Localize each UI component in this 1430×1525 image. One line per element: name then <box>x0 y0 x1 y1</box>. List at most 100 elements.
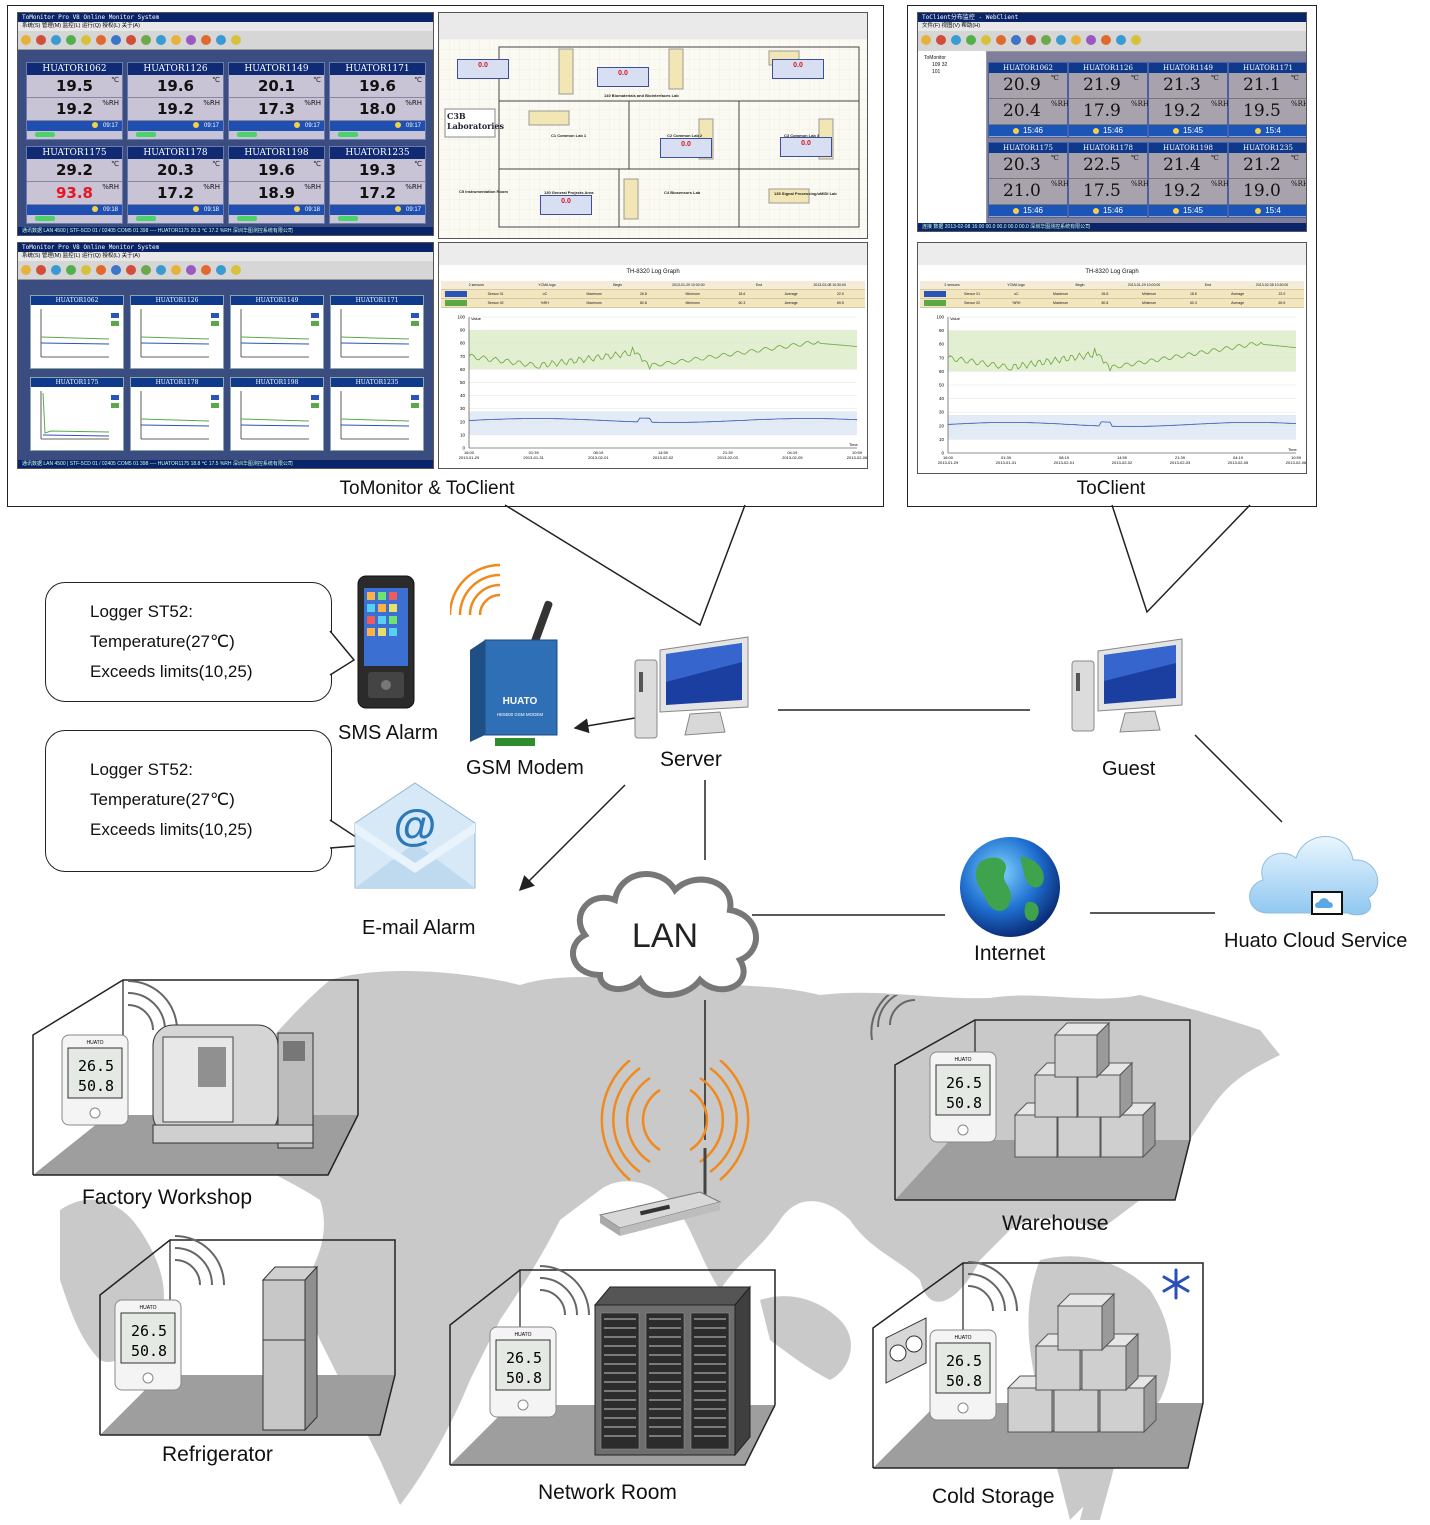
sensor-readout-box[interactable]: 0.0 <box>780 137 832 157</box>
clock-icon <box>293 206 300 213</box>
toolbar-button[interactable] <box>231 35 241 45</box>
toolbar-button[interactable] <box>156 265 166 275</box>
trend-mini-chart <box>240 309 319 358</box>
temperature-value: 19.6 <box>358 77 396 95</box>
toolbar-button[interactable] <box>186 265 196 275</box>
y-tick-label: 60 <box>460 367 466 372</box>
toolbar-button[interactable] <box>951 35 961 45</box>
trend-chart-cell[interactable]: HUATOR1198 <box>230 377 324 451</box>
toolbar-button[interactable] <box>1131 35 1141 45</box>
toolbar-button[interactable] <box>21 265 31 275</box>
toolbar-button[interactable] <box>1116 35 1126 45</box>
summary-table-cell: Begin <box>1075 283 1085 287</box>
toolbar-button[interactable] <box>126 35 136 45</box>
client-tree-item[interactable]: 101 <box>932 69 941 75</box>
humidity-series-line <box>947 341 1297 373</box>
toolbar-button[interactable] <box>36 265 46 275</box>
toolbar-button[interactable] <box>231 265 241 275</box>
toolbar-button[interactable] <box>1101 35 1111 45</box>
client-tree-item[interactable]: 109 32 <box>932 62 948 68</box>
toolbar-button[interactable] <box>1056 35 1066 45</box>
toolbar-button[interactable] <box>81 35 91 45</box>
trend-chart-cell[interactable]: HUATOR1171 <box>330 295 424 369</box>
trend-chart-cell[interactable]: HUATOR1235 <box>330 377 424 451</box>
sensor-readout-box[interactable]: 0.0 <box>457 59 509 79</box>
toolbar-button[interactable] <box>201 35 211 45</box>
toolbar-button[interactable] <box>966 35 976 45</box>
toolbar-button[interactable] <box>21 35 31 45</box>
client-sensor-footer: 15:4 <box>1229 125 1306 136</box>
y-axis-label: Value <box>950 316 961 321</box>
toolbar-button[interactable] <box>216 265 226 275</box>
y-tick-label: 80 <box>939 342 945 347</box>
logger-brand: HUATO <box>514 1332 531 1338</box>
toolbar-button[interactable] <box>201 265 211 275</box>
trend-chart-cell[interactable]: HUATOR1178 <box>130 377 224 451</box>
sensor-readout-box[interactable]: 0.0 <box>540 195 592 215</box>
toolbar-button[interactable] <box>111 265 121 275</box>
toolbar-button[interactable] <box>981 35 991 45</box>
client-temperature-value: 21.2 <box>1243 155 1281 175</box>
client-humidity-value: 19.2 <box>1163 101 1201 121</box>
toolbar-button[interactable] <box>111 35 121 45</box>
toolbar-button[interactable] <box>1086 35 1096 45</box>
toolbar-button[interactable] <box>36 35 46 45</box>
client-temperature-reading: 21.3℃ <box>1149 73 1227 99</box>
toolbar-button[interactable] <box>51 265 61 275</box>
toolbar-button[interactable] <box>96 35 106 45</box>
trend-chart-cell[interactable]: HUATOR1175 <box>30 377 124 451</box>
sensor-readout-box[interactable]: 0.0 <box>660 138 712 158</box>
toolbar-button[interactable] <box>186 35 196 45</box>
trend-chart-cell[interactable]: HUATOR1126 <box>130 295 224 369</box>
trend-chart-cell[interactable]: HUATOR1149 <box>230 295 324 369</box>
toolbar-button[interactable] <box>1011 35 1021 45</box>
client-tree-item[interactable]: ToMonitor <box>924 55 946 61</box>
sensor-readout-value: 0.0 <box>478 62 488 69</box>
clock-icon <box>1092 127 1099 134</box>
sms-alarm-bubble: Logger ST52:Temperature(27℃)Exceeds limi… <box>45 582 332 702</box>
toolbar-button[interactable] <box>141 35 151 45</box>
toolbar-button[interactable] <box>156 35 166 45</box>
summary-table-cell: Sensor 02 <box>487 301 504 305</box>
toolbar-button[interactable] <box>81 265 91 275</box>
toolbar-button[interactable] <box>51 35 61 45</box>
sensor-readout-box[interactable]: 0.0 <box>772 59 824 79</box>
toolbar-button[interactable] <box>921 35 931 45</box>
toolbar-button[interactable] <box>1071 35 1081 45</box>
toolbar-button[interactable] <box>171 35 181 45</box>
toolbar-button[interactable] <box>996 35 1006 45</box>
toolbar-button[interactable] <box>171 265 181 275</box>
toolbar-button[interactable] <box>96 265 106 275</box>
sensor-readout-box[interactable]: 0.0 <box>597 67 649 87</box>
toolbar-button[interactable] <box>1026 35 1036 45</box>
trend-chart-cell[interactable]: HUATOR1062 <box>30 295 124 369</box>
toolbar-button[interactable] <box>216 35 226 45</box>
toolbar-button[interactable] <box>66 35 76 45</box>
toolbar-button[interactable] <box>141 265 151 275</box>
toolbar-button[interactable] <box>1041 35 1051 45</box>
x-tick-label: 21:39 <box>1175 455 1186 460</box>
toolbar-button[interactable] <box>936 35 946 45</box>
client-sensor-name: HUATOR1171 <box>1229 63 1306 73</box>
toolbar-button[interactable] <box>66 265 76 275</box>
toolbar-button[interactable] <box>126 265 136 275</box>
client-log-graph-toolbar <box>918 243 1306 265</box>
sensor-name: HUATOR1235 <box>330 147 425 159</box>
